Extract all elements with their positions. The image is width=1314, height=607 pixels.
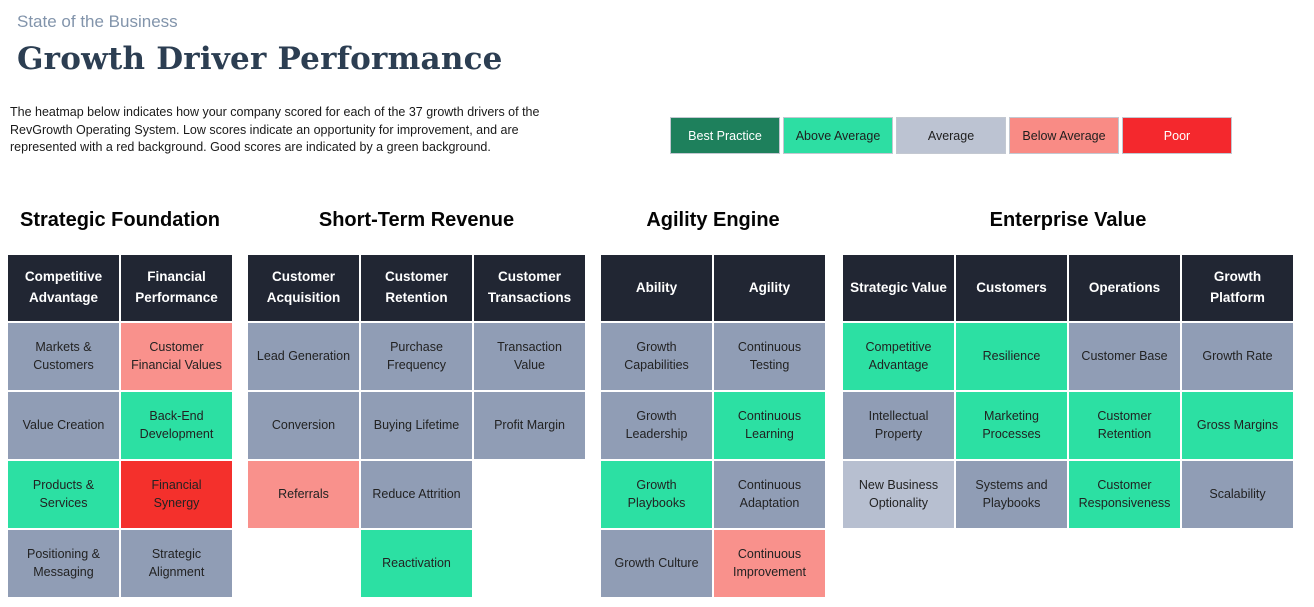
section-title: Enterprise Value bbox=[989, 209, 1147, 231]
heatmap-cell: Growth Rate bbox=[1182, 323, 1293, 390]
heatmap-cell: Reduce Attrition bbox=[361, 461, 472, 528]
section-title: Agility Engine bbox=[646, 209, 780, 231]
heatmap-cell: Referrals bbox=[248, 461, 359, 528]
heatmap-cell: Growth Leadership bbox=[601, 392, 712, 459]
heatmap-cell: Marketing Processes bbox=[956, 392, 1067, 459]
heatmap-cell: New Business Optionality bbox=[843, 461, 954, 528]
heatmap-cell: Continuous Learning bbox=[714, 392, 825, 459]
heatmap-cell: Buying Lifetime bbox=[361, 392, 472, 459]
heatmap-cell: Lead Generation bbox=[248, 323, 359, 390]
column-header: Operations bbox=[1069, 255, 1180, 321]
heatmap-cell: Intellectual Property bbox=[843, 392, 954, 459]
heatmap-cell: Customer Financial Values bbox=[121, 323, 232, 390]
heatmap-cell: Systems and Playbooks bbox=[956, 461, 1067, 528]
column-header: Competitive Advantage bbox=[8, 255, 119, 321]
legend-item: Poor bbox=[1122, 117, 1232, 154]
heatmap-cell: Gross Margins bbox=[1182, 392, 1293, 459]
section-title: Strategic Foundation bbox=[20, 209, 220, 231]
legend-item: Below Average bbox=[1009, 117, 1119, 154]
heatmap-cell: Customer Retention bbox=[1069, 392, 1180, 459]
heatmap-cell: Growth Capabilities bbox=[601, 323, 712, 390]
heatmap-cell: Purchase Frequency bbox=[361, 323, 472, 390]
heatmap-cell: Profit Margin bbox=[474, 392, 585, 459]
column-header: Agility bbox=[714, 255, 825, 321]
column-header: Customer Retention bbox=[361, 255, 472, 321]
heatmap-cell: Transaction Value bbox=[474, 323, 585, 390]
heatmap-cell: Continuous Improvement bbox=[714, 530, 825, 597]
legend-item: Average bbox=[896, 117, 1006, 154]
report-description: The heatmap below indicates how your com… bbox=[10, 105, 540, 155]
section-title: Short-Term Revenue bbox=[318, 209, 515, 231]
column-header: Customer Transactions bbox=[474, 255, 585, 321]
heatmap-cell: Scalability bbox=[1182, 461, 1293, 528]
column-header: Ability bbox=[601, 255, 712, 321]
page-title: Growth Driver Performance bbox=[17, 41, 503, 77]
heatmap-cell: Value Creation bbox=[8, 392, 119, 459]
column-header: Customer Acquisition bbox=[248, 255, 359, 321]
heatmap-cell: Continuous Adaptation bbox=[714, 461, 825, 528]
heatmap-cell: Positioning & Messaging bbox=[8, 530, 119, 597]
heatmap-cell: Back-End Development bbox=[121, 392, 232, 459]
legend-item: Above Average bbox=[783, 117, 893, 154]
legend-item: Best Practice bbox=[670, 117, 780, 154]
report-eyebrow: State of the Business bbox=[17, 12, 178, 31]
heatmap-cell: Reactivation bbox=[361, 530, 472, 597]
report-header: State of the Business Growth Driver Perf… bbox=[17, 12, 503, 77]
heatmap-cell: Financial Synergy bbox=[121, 461, 232, 528]
heatmap-cell: Growth Playbooks bbox=[601, 461, 712, 528]
column-header: Strategic Value bbox=[843, 255, 954, 321]
column-header: Financial Performance bbox=[121, 255, 232, 321]
column-header: Growth Platform bbox=[1182, 255, 1293, 321]
heatmap-cell: Strategic Alignment bbox=[121, 530, 232, 597]
heatmap-cell: Products & Services bbox=[8, 461, 119, 528]
column-header: Customers bbox=[956, 255, 1067, 321]
heatmap-cell: Resilience bbox=[956, 323, 1067, 390]
heatmap-cell: Conversion bbox=[248, 392, 359, 459]
heatmap-cell: Customer Responsiveness bbox=[1069, 461, 1180, 528]
heatmap-cell: Continuous Testing bbox=[714, 323, 825, 390]
heatmap-cell: Competitive Advantage bbox=[843, 323, 954, 390]
heatmap-cell: Customer Base bbox=[1069, 323, 1180, 390]
heatmap-cell: Markets & Customers bbox=[8, 323, 119, 390]
heatmap-cell: Growth Culture bbox=[601, 530, 712, 597]
